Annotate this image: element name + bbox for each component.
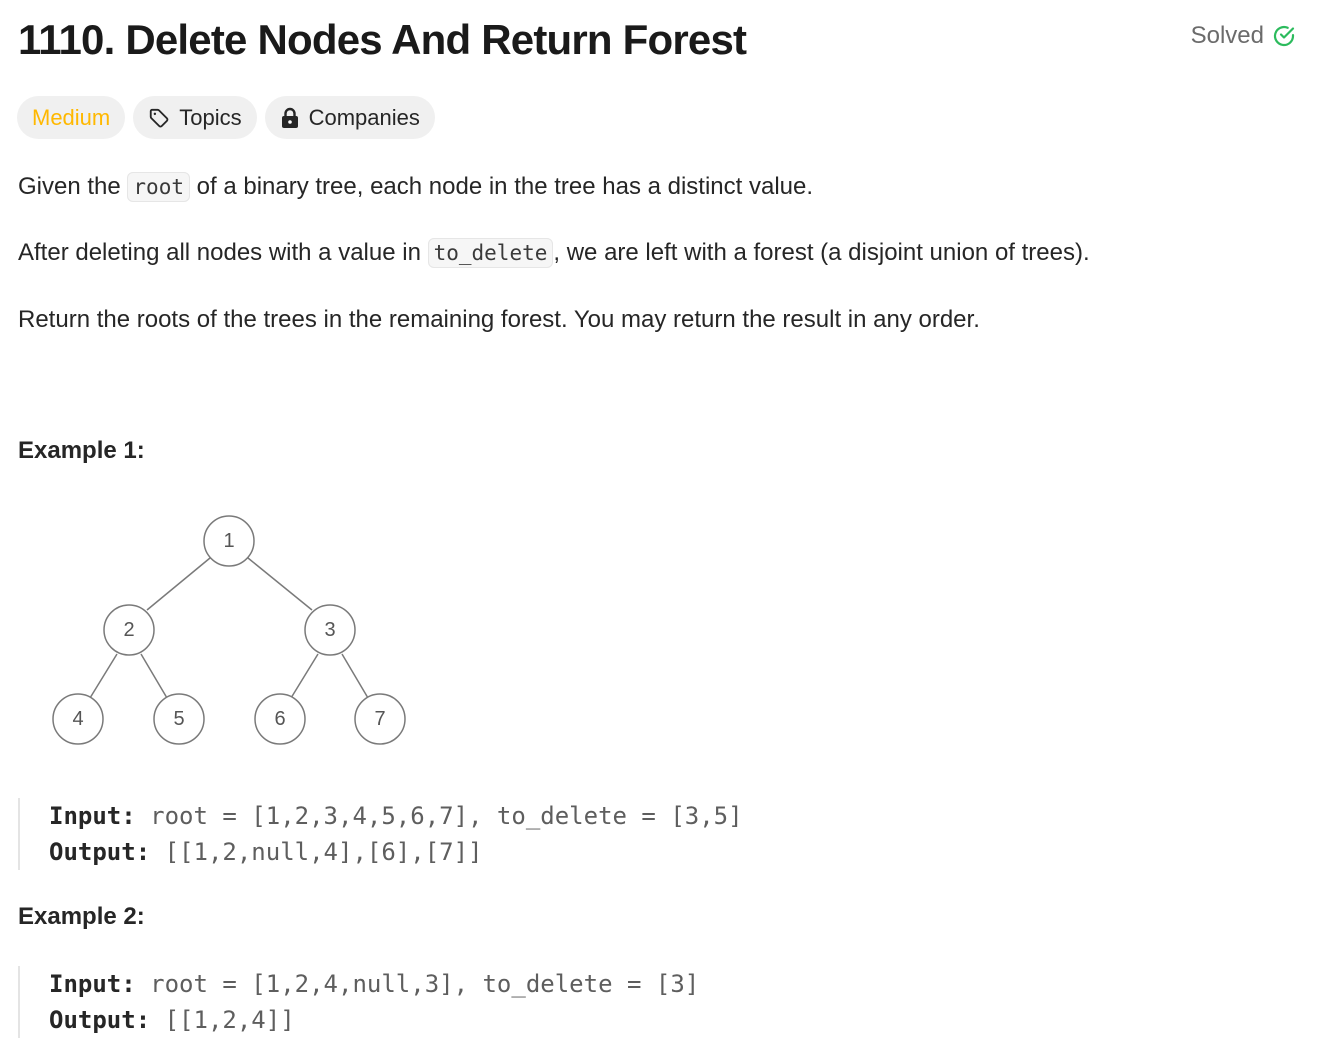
tree-edge <box>247 557 313 611</box>
tree-node-label: 6 <box>274 708 285 730</box>
solved-status: Solved <box>1191 22 1296 50</box>
tree-node-circle <box>203 515 255 567</box>
example-1-tree-diagram: 1 2 3 4 5 6 7 <box>52 515 406 745</box>
topics-label: Topics <box>179 104 242 130</box>
inline-code-root: root <box>127 172 190 202</box>
tree-node-label: 4 <box>72 708 83 730</box>
input-value: root = [1,2,4,null,3], to_delete = [3] <box>135 970 700 998</box>
tree-node-circle <box>103 604 155 656</box>
tree-edge <box>341 653 369 699</box>
tree-node-circle <box>304 604 356 656</box>
tree-node-circle <box>52 693 104 745</box>
input-label: Input: <box>49 970 136 998</box>
tree-node-label: 5 <box>173 708 184 730</box>
difficulty-badge[interactable]: Medium <box>17 96 126 139</box>
tree-node-label: 7 <box>374 708 385 730</box>
tree-node-label: 3 <box>324 619 335 641</box>
tree-node-circle <box>254 693 306 745</box>
tree-edge <box>140 653 168 699</box>
example-1-block: Input: root = [1,2,3,4,5,6,7], to_delete… <box>18 798 743 870</box>
tree-edge <box>89 653 118 699</box>
output-value: [[1,2,4]] <box>150 1006 295 1034</box>
example-2-output-line: Output: [[1,2,4]] <box>49 1002 699 1038</box>
output-label: Output: <box>49 1006 151 1034</box>
example-1-output-line: Output: [[1,2,null,4],[6],[7]] <box>49 834 743 870</box>
lock-icon <box>281 107 298 128</box>
check-circle-icon <box>1273 25 1295 47</box>
tag-row: Medium Topics Companies <box>17 96 435 139</box>
input-label: Input: <box>49 802 136 830</box>
output-value: [[1,2,null,4],[6],[7]] <box>150 838 483 866</box>
inline-code-to-delete: to_delete <box>427 238 554 268</box>
tree-node-circle <box>354 693 406 745</box>
tree-edge <box>146 557 211 611</box>
tree-node-label: 1 <box>223 530 234 552</box>
tree-node-circle <box>153 693 205 745</box>
companies-label: Companies <box>308 104 420 130</box>
tree-node-label: 2 <box>123 619 134 641</box>
description-paragraph-1: Given the root of a binary tree, each no… <box>18 172 814 202</box>
example-1-input-line: Input: root = [1,2,3,4,5,6,7], to_delete… <box>49 798 743 834</box>
companies-button[interactable]: Companies <box>264 96 435 139</box>
output-label: Output: <box>49 838 151 866</box>
problem-title: 1110. Delete Nodes And Return Forest <box>18 16 747 63</box>
example-2-input-line: Input: root = [1,2,4,null,3], to_delete … <box>49 966 699 1002</box>
input-value: root = [1,2,3,4,5,6,7], to_delete = [3,5… <box>135 802 743 830</box>
tag-icon <box>150 108 169 127</box>
example-2-block: Input: root = [1,2,4,null,3], to_delete … <box>18 966 699 1038</box>
example-2-heading: Example 2: <box>18 903 145 930</box>
topics-button[interactable]: Topics <box>133 96 257 139</box>
description-paragraph-3: Return the roots of the trees in the rem… <box>18 306 980 333</box>
example-1-heading: Example 1: <box>18 437 145 464</box>
difficulty-label: Medium <box>32 104 111 130</box>
description-paragraph-2: After deleting all nodes with a value in… <box>18 238 1090 268</box>
solved-label: Solved <box>1190 22 1264 49</box>
tree-edge <box>290 653 319 699</box>
